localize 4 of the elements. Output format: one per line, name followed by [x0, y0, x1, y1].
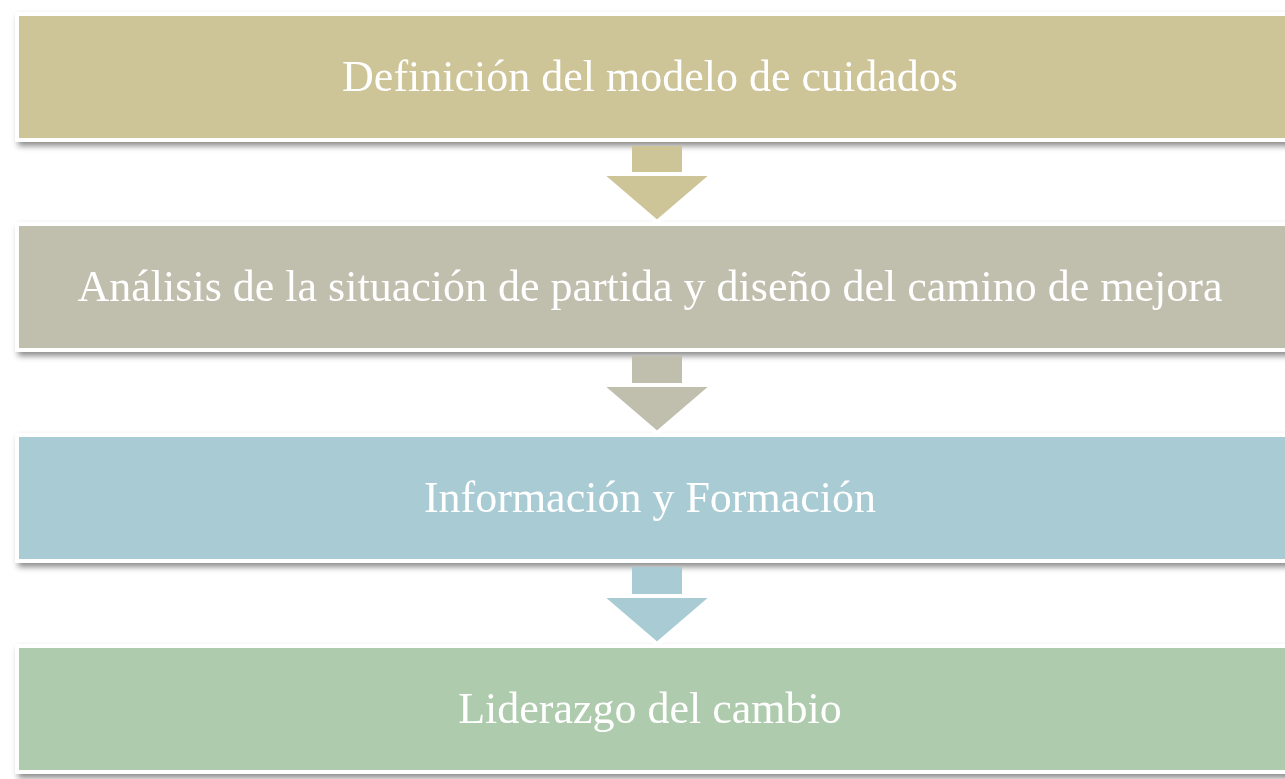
- step-text: Definición del modelo de cuidados: [342, 51, 959, 103]
- step-text: Información y Formación: [423, 472, 878, 524]
- step-text: Liderazgo del cambio: [458, 683, 843, 735]
- step-text: Análisis de la situación de partida y diseño del camino de mejora: [77, 261, 1224, 313]
